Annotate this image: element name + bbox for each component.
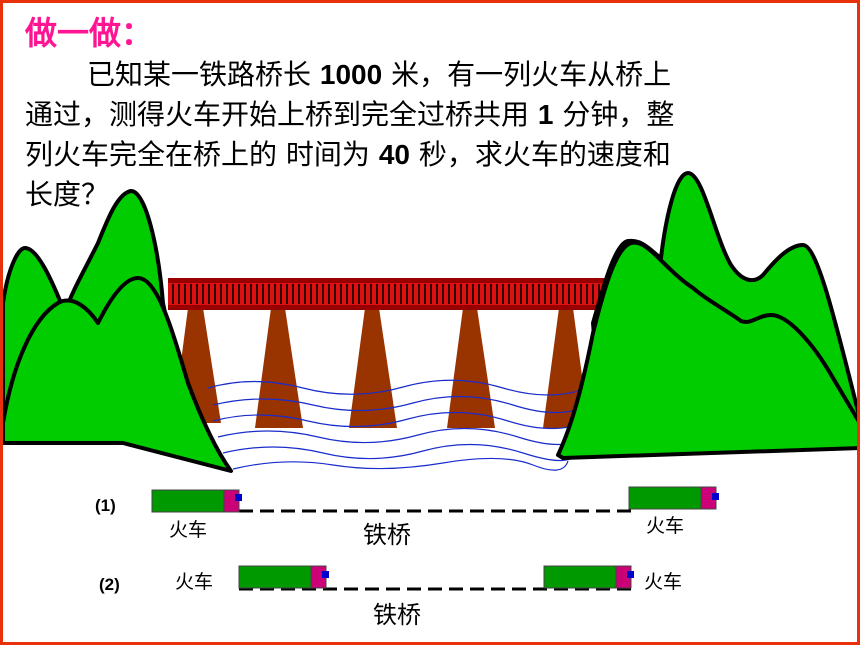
bridge-pier (349, 308, 397, 428)
on-bridge-time-value: 40 (378, 139, 410, 170)
right-mountains (556, 171, 857, 460)
problem-text: 已知某一铁路桥长 1000 米，有一列火车从桥上 通过，测得火车开始上桥到完全过… (25, 55, 845, 215)
slide-heading: 做一做： (25, 14, 154, 52)
bridge-pier (447, 308, 495, 428)
problem-line-3: 列火车完全在桥上的 时间为 40 秒，求火车的速度和 (25, 138, 671, 171)
problem-line-4: 长度？ (25, 178, 110, 211)
case1-diagram (151, 486, 719, 513)
problem-line-1: 已知某一铁路桥长 1000 米，有一列火车从桥上 (87, 58, 672, 91)
bridge-pier (255, 308, 303, 428)
river-water (207, 379, 594, 471)
case1-train-right-label: 火车 (646, 515, 685, 537)
left-mountains (3, 189, 233, 473)
right-mountain-front (556, 240, 857, 460)
case1-bridge-label: 铁桥 (363, 521, 411, 549)
problem-line-2: 通过，测得火车开始上桥到完全过桥共用 1 分钟，整 (25, 98, 675, 131)
left-mountain-front (3, 276, 233, 473)
case1-train-left-label: 火车 (169, 519, 208, 541)
case1-label: (1) (95, 496, 116, 515)
bridge-piers (173, 308, 589, 428)
case2-diagram (238, 565, 634, 591)
case1-train-left (151, 489, 242, 513)
bridge-scene (3, 171, 857, 591)
case2-bridge-label: 铁桥 (373, 601, 421, 629)
case2-label: (2) (99, 575, 120, 594)
case1-train-right (628, 486, 719, 510)
case2-train-right (543, 565, 634, 589)
bridge-length-value: 1000 (319, 59, 383, 90)
case2-train-left (238, 565, 329, 589)
total-time-value: 1 (537, 99, 554, 130)
bridge-deck (168, 278, 613, 310)
case2-train-right-label: 火车 (644, 571, 683, 593)
case2-train-left-label: 火车 (175, 571, 214, 593)
